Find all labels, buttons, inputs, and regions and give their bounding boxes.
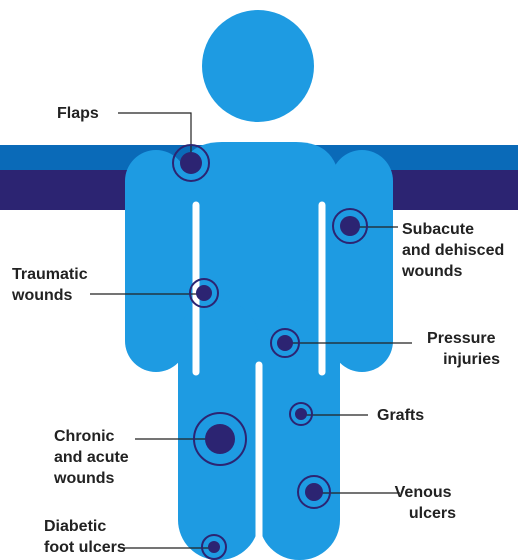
label-chronic: Chronic and acute wounds (53, 428, 133, 487)
label-pressure: Pressure injuries (427, 330, 500, 368)
label-flaps: Flaps (57, 105, 99, 122)
left-arm (125, 150, 187, 372)
right-arm (331, 150, 393, 372)
label-subacute: Subacute and dehisced wounds (401, 221, 509, 280)
label-diabetic: Diabetic foot ulcers (44, 518, 126, 556)
label-grafts: Grafts (377, 407, 424, 424)
head (202, 10, 314, 122)
label-traumatic: Traumatic wounds (11, 266, 92, 304)
label-venous: Venous ulcers (395, 484, 456, 522)
